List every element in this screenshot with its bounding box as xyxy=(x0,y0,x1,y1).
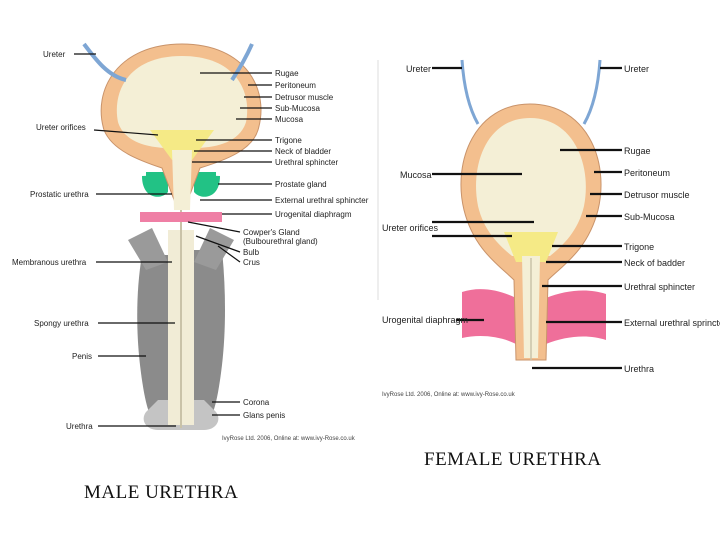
penis-crus-left xyxy=(128,228,168,270)
label-f-ureter-right: Ureter xyxy=(624,64,649,74)
lead-m-bulb xyxy=(195,235,241,253)
lead-m-crus xyxy=(217,245,241,263)
male-ureter-left xyxy=(82,42,127,82)
label-f-sphincter: Urethral sphincter xyxy=(624,282,695,292)
lead-m-ureter-orifices xyxy=(93,129,159,136)
penis-right-shaft xyxy=(194,250,225,415)
male-bladder-inner xyxy=(116,56,248,148)
lead-m-cowper xyxy=(187,221,241,233)
label-f-rugae: Rugae xyxy=(624,146,651,156)
male-trigone xyxy=(150,130,214,160)
label-m-prostate: Prostate gland xyxy=(275,180,327,189)
label-f-diaphragm: Urogenital diaphragm xyxy=(382,315,468,325)
female-credit: IvyRose Ltd. 2006, Online at: www.ivy-Ro… xyxy=(382,392,516,398)
label-f-submucosa: Sub-Mucosa xyxy=(624,212,675,222)
penis-crus-right xyxy=(194,228,234,270)
female-urethra-diagram: Ureter Mucosa Ureter orifices Urogenital… xyxy=(377,59,720,398)
female-ureter-right xyxy=(582,59,602,125)
female-urogenital-diaphragm xyxy=(462,289,516,344)
label-m-detrusor: Detrusor muscle xyxy=(275,93,334,102)
label-m-membranous-urethra: Membranous urethra xyxy=(12,258,87,267)
label-f-ext-sphincter: External urethral sprincter xyxy=(624,318,720,328)
label-f-ureter-orifices: Ureter orifices xyxy=(382,223,439,233)
label-m-mucosa: Mucosa xyxy=(275,115,304,124)
label-m-submucosa: Sub-Mucosa xyxy=(275,104,320,113)
label-m-penis: Penis xyxy=(72,352,92,361)
label-f-neck: Neck of badder xyxy=(624,258,685,268)
label-f-mucosa: Mucosa xyxy=(400,170,432,180)
label-m-bulbourethral: (Bulbourethral gland) xyxy=(243,237,318,246)
male-neck xyxy=(172,150,192,210)
label-m-glans: Glans penis xyxy=(243,411,285,420)
label-m-neck: Neck of bladder xyxy=(275,147,331,156)
label-m-cowper: Cowper's Gland xyxy=(243,228,300,237)
label-m-urethra: Urethra xyxy=(66,422,93,431)
label-f-ureter-left: Ureter xyxy=(406,64,431,74)
male-ureter-right xyxy=(230,43,254,82)
label-m-spongy-urethra: Spongy urethra xyxy=(34,319,89,328)
label-m-ureter-orifices: Ureter orifices xyxy=(36,123,86,132)
label-m-rugae: Rugae xyxy=(275,69,299,78)
label-m-ext-sphincter: External urethral sphincter xyxy=(275,196,369,205)
male-urogenital-diaphragm xyxy=(140,212,222,222)
label-m-trigone: Trigone xyxy=(275,136,302,145)
female-trigone xyxy=(504,232,558,262)
label-f-detrusor: Detrusor muscle xyxy=(624,190,690,200)
label-m-diaphragm: Urogenital diaphragm xyxy=(275,210,352,219)
penis-left-shaft xyxy=(137,255,168,415)
female-urogenital-diaphragm-right xyxy=(546,290,606,344)
female-urethra-caption: FEMALE URETHRA xyxy=(424,449,602,470)
female-ureter-left xyxy=(460,59,480,125)
label-m-crus: Crus xyxy=(243,258,260,267)
label-f-peritoneum: Peritoneum xyxy=(624,168,670,178)
label-m-peritoneum: Peritoneum xyxy=(275,81,316,90)
label-f-trigone: Trigone xyxy=(624,242,654,252)
male-credit: IvyRose Ltd. 2006, Online at: www.ivy-Ro… xyxy=(222,436,356,442)
label-f-urethra: Urethra xyxy=(624,364,654,374)
label-m-ureter: Ureter xyxy=(43,50,66,59)
male-urethra-diagram: Ureter Ureter orifices Prostatic urethra… xyxy=(12,42,369,442)
label-m-sphincter: Urethral sphincter xyxy=(275,158,338,167)
male-urethra-caption: MALE URETHRA xyxy=(84,482,239,503)
label-m-prostatic-urethra: Prostatic urethra xyxy=(30,190,89,199)
label-m-bulb: Bulb xyxy=(243,248,260,257)
label-m-corona: Corona xyxy=(243,398,270,407)
